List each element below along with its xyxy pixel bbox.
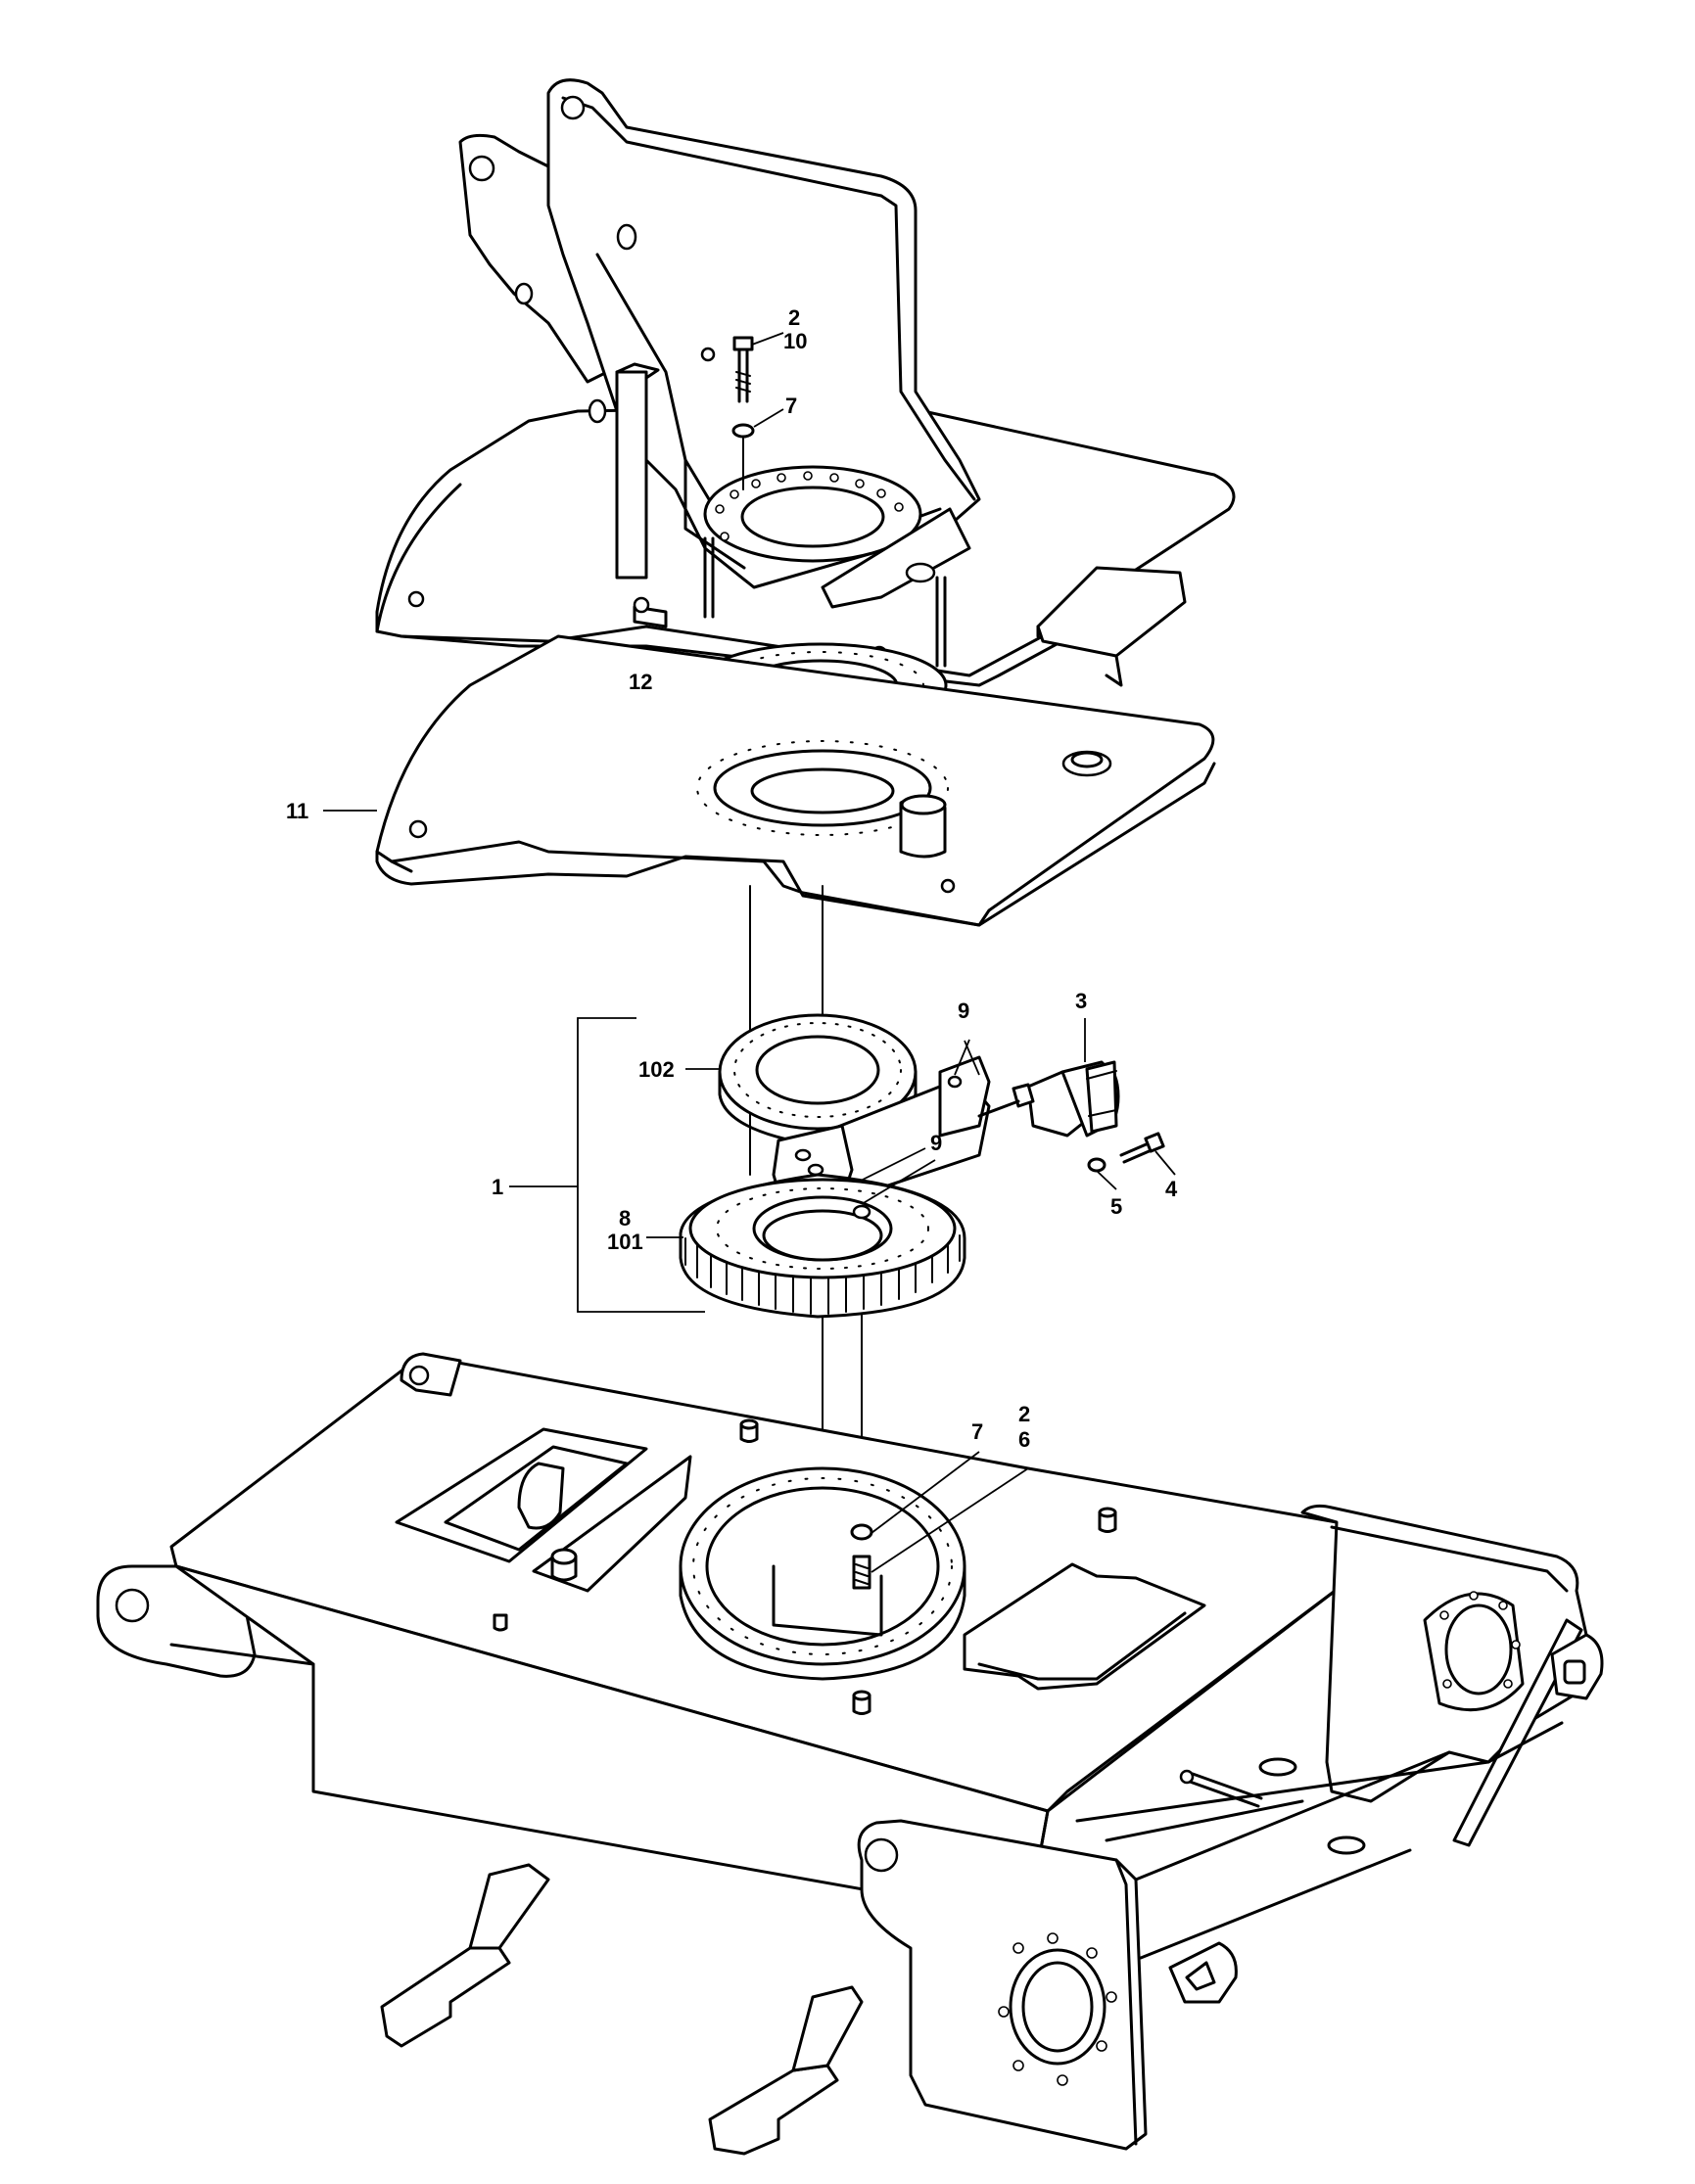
callout-7-top: 7 bbox=[785, 394, 797, 418]
callout-9-upper: 9 bbox=[958, 999, 969, 1023]
callout-labels: 2 10 7 12 11 3 9 102 5 4 9 1 8 101 7 2 6 bbox=[286, 305, 1178, 1452]
callout-8: 8 bbox=[619, 1206, 631, 1231]
callout-102: 102 bbox=[638, 1057, 675, 1082]
upper-bolt-holes bbox=[715, 471, 904, 541]
callout-6: 6 bbox=[1018, 1427, 1030, 1452]
callout-5: 5 bbox=[1110, 1194, 1122, 1219]
plate-11 bbox=[323, 634, 1216, 927]
callout-11: 11 bbox=[286, 799, 308, 823]
lower-chassis bbox=[96, 1352, 1604, 2156]
callout-9-lower: 9 bbox=[930, 1131, 942, 1155]
upper-frame bbox=[375, 78, 1236, 687]
top-bolt-assembly bbox=[731, 332, 784, 490]
callout-3: 3 bbox=[1075, 989, 1087, 1013]
callout-2-bottom: 2 bbox=[1018, 1402, 1030, 1426]
callout-2-top: 2 bbox=[788, 305, 800, 330]
callout-4: 4 bbox=[1165, 1177, 1178, 1201]
callout-1: 1 bbox=[492, 1175, 503, 1199]
callout-101: 101 bbox=[607, 1230, 643, 1254]
callout-10: 10 bbox=[783, 329, 807, 353]
callout-12: 12 bbox=[629, 670, 652, 694]
callout-7-bottom: 7 bbox=[971, 1419, 983, 1444]
slew-drive-assembly bbox=[509, 1013, 1176, 1319]
